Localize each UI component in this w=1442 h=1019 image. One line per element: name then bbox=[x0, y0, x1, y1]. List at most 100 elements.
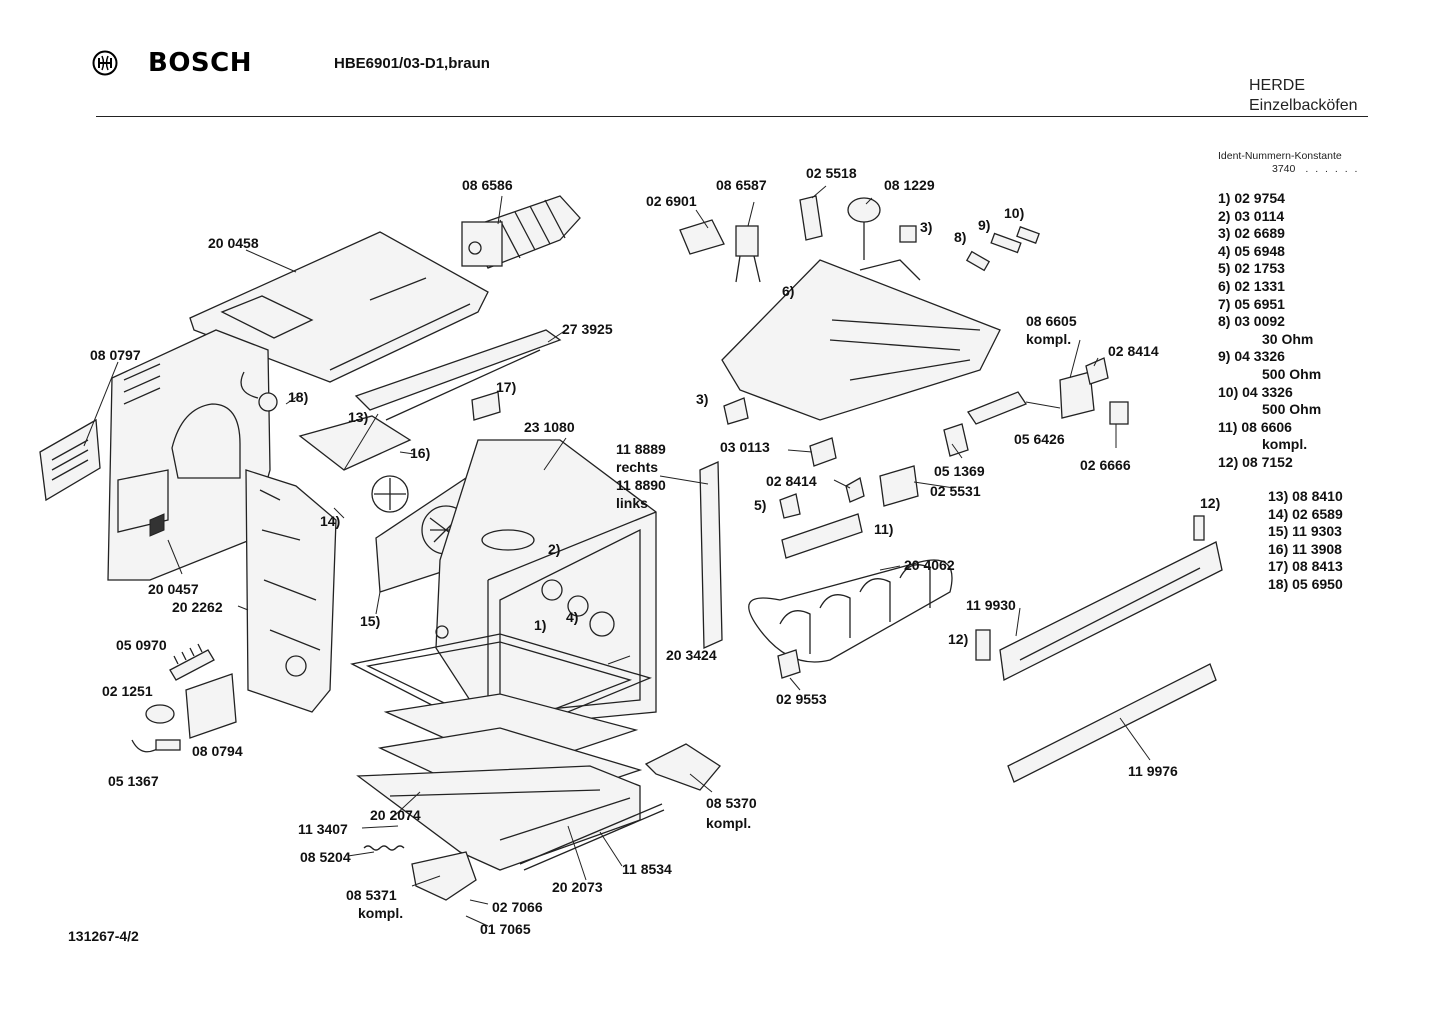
spring-part bbox=[363, 845, 405, 851]
model-number: HBE6901/03-D1,braun bbox=[334, 55, 490, 72]
callout-200458: 20 0458 bbox=[208, 235, 259, 251]
control-module-part bbox=[185, 673, 237, 739]
legend-entry: 1) 02 9754 bbox=[1218, 190, 1285, 206]
legend-entry: 17) 08 8413 bbox=[1268, 558, 1343, 575]
heating-element-part bbox=[748, 559, 953, 663]
trim-panel-119930-part bbox=[999, 541, 1223, 681]
legend-entry: 11) 08 6606 bbox=[1218, 418, 1292, 435]
legend-entry: 16) 11 3908 bbox=[1268, 540, 1342, 557]
knob-part bbox=[145, 704, 175, 724]
category-block: HERDE Einzelbacköfen bbox=[1249, 76, 1358, 116]
header-divider bbox=[96, 116, 1368, 117]
callout-n12-top: 12) bbox=[1200, 495, 1220, 511]
callout-026666: 02 6666 bbox=[1080, 457, 1131, 473]
clip-17-part bbox=[471, 391, 501, 421]
callout-025531: 02 5531 bbox=[930, 483, 981, 499]
brand-name: BOSCH bbox=[148, 48, 252, 78]
callout-119930: 11 9930 bbox=[966, 597, 1016, 613]
callout-030113: 03 0113 bbox=[720, 439, 770, 455]
callout-050970: 05 0970 bbox=[116, 637, 167, 653]
socket-026666-part bbox=[1109, 401, 1129, 425]
legend-entry-note: 30 Ohm bbox=[1262, 330, 1314, 347]
thermostat-025518-part bbox=[799, 195, 823, 241]
callout-085370: 08 5370 bbox=[706, 795, 757, 811]
callout-204062: 20 4062 bbox=[904, 557, 955, 573]
switch-086587-part bbox=[735, 225, 761, 283]
legend-entry-note: kompl. bbox=[1262, 436, 1308, 453]
callout-029553: 02 9553 bbox=[776, 691, 827, 707]
relay-3b-part bbox=[723, 397, 749, 425]
oven-cavity-part bbox=[435, 439, 657, 729]
legend-entry: 5) 02 1753 bbox=[1218, 260, 1285, 277]
ident-value: 3740 bbox=[1272, 163, 1296, 175]
hinge-left-part bbox=[411, 851, 477, 901]
bracket-056426-part bbox=[967, 391, 1027, 425]
callout-026901: 02 6901 bbox=[646, 193, 697, 209]
callout-n16: 16) bbox=[410, 445, 430, 461]
callout-links: links bbox=[616, 495, 648, 511]
callout-n6: 6) bbox=[782, 283, 794, 299]
leader-lines bbox=[83, 185, 1151, 927]
callout-kompl-086605: kompl. bbox=[1026, 331, 1071, 347]
callout-021251: 02 1251 bbox=[102, 683, 153, 699]
side-guide-rail-part bbox=[699, 461, 723, 649]
callout-n15: 15) bbox=[360, 613, 380, 629]
callout-086587: 08 6587 bbox=[716, 177, 767, 193]
callout-n14: 14) bbox=[320, 513, 340, 529]
legend-entry: 9) 04 3326 bbox=[1218, 348, 1285, 365]
door-rail-part bbox=[519, 803, 665, 871]
callout-n2: 2) bbox=[548, 541, 560, 557]
legend-entry-note: 500 Ohm bbox=[1262, 365, 1322, 382]
document-id: 131267-4/2 bbox=[68, 928, 139, 944]
callout-202262: 20 2262 bbox=[172, 599, 223, 615]
callout-273925: 27 3925 bbox=[562, 321, 613, 337]
callout-rechts: rechts bbox=[616, 459, 658, 475]
legend-entry: 12) 08 7152 bbox=[1218, 453, 1293, 470]
relay-3-part bbox=[899, 225, 917, 243]
strip-12b-part bbox=[975, 629, 991, 661]
ident-label: Ident-Nummern-Konstante bbox=[1218, 150, 1342, 162]
callout-056426: 05 6426 bbox=[1014, 431, 1065, 447]
callout-085371: 08 5371 bbox=[346, 887, 397, 903]
legend-entry: 2) 03 0114 bbox=[1218, 207, 1285, 224]
callout-n13: 13) bbox=[348, 409, 368, 425]
callout-202074: 20 2074 bbox=[370, 807, 421, 823]
callout-027066: 02 7066 bbox=[492, 899, 543, 915]
callout-203424: 20 3424 bbox=[666, 647, 717, 663]
callout-n11: 11) bbox=[874, 521, 893, 537]
brush-part bbox=[169, 643, 215, 681]
legend-entry: 10) 04 3326 bbox=[1218, 383, 1293, 400]
callout-028414-bottom: 02 8414 bbox=[766, 473, 817, 489]
lamp-holder-028414a-part bbox=[1085, 357, 1109, 385]
callout-025518: 02 5518 bbox=[806, 165, 857, 181]
legend-entry-note: 500 Ohm bbox=[1262, 401, 1322, 418]
resistors-part bbox=[965, 226, 1040, 272]
hinge-right-part bbox=[644, 743, 721, 791]
timer-081229-part bbox=[847, 197, 881, 260]
bracket-026901-part bbox=[679, 219, 725, 255]
control-chassis-part bbox=[721, 259, 1001, 421]
bosch-logo-icon bbox=[92, 50, 118, 76]
callout-113407: 11 3407 bbox=[298, 821, 348, 837]
callout-n18: 18) bbox=[288, 389, 308, 405]
legend-entry: 4) 05 6948 bbox=[1218, 242, 1285, 259]
callout-051367: 05 1367 bbox=[108, 773, 159, 789]
callout-n5: 5) bbox=[754, 497, 766, 513]
switch-025531-part bbox=[879, 465, 919, 507]
ident-constant: Ident-Nummern-Konstante 3740. . . . . . bbox=[1218, 150, 1359, 176]
legend-entry: 3) 02 6689 bbox=[1218, 225, 1285, 242]
fan-motor-part bbox=[461, 195, 581, 269]
callout-n8: 8) bbox=[954, 229, 966, 245]
convection-fan-part bbox=[298, 415, 412, 513]
lamp-part bbox=[240, 371, 278, 412]
callout-202073: 20 2073 bbox=[552, 879, 603, 895]
frame-rail-part bbox=[354, 329, 562, 421]
clip-029553-part bbox=[777, 649, 801, 679]
legend-entry: 6) 02 1331 bbox=[1218, 277, 1285, 294]
switch-030113-part bbox=[809, 437, 837, 467]
category-subtitle: Einzelbacköfen bbox=[1249, 97, 1358, 114]
callout-n17: 17) bbox=[496, 379, 516, 395]
callout-086586: 08 6586 bbox=[462, 177, 513, 193]
